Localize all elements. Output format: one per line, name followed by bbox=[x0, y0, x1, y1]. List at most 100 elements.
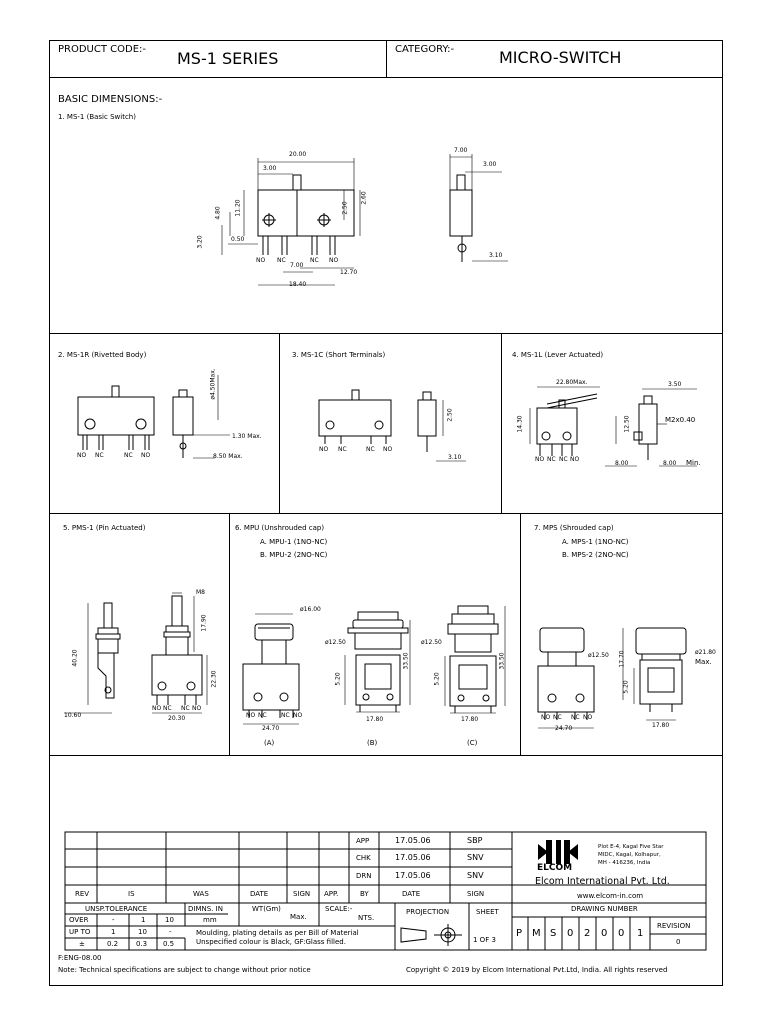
drawing-number-char: 2 bbox=[584, 928, 591, 939]
sign2-header: SIGN bbox=[467, 890, 485, 898]
section-title: BASIC DIMENSIONS:- bbox=[58, 94, 163, 105]
upto-label: UP TO bbox=[69, 928, 91, 936]
drn-label: DRN bbox=[356, 872, 372, 880]
term-no: NO bbox=[383, 446, 393, 453]
dim-3-10: 3.10 bbox=[489, 252, 503, 259]
app-by: SBP bbox=[467, 836, 483, 845]
dim-10-60: 10.60 bbox=[64, 712, 82, 719]
notes-line-2: Unspecified colour is Black, GF:Glass fi… bbox=[196, 938, 346, 946]
copyright: Copyright © 2019 by Elcom International … bbox=[406, 966, 668, 974]
pm-label: ± bbox=[79, 940, 85, 948]
drawing-number-char: 0 bbox=[618, 928, 625, 939]
sec6-line-b: B. MPU-2 (2NO-NC) bbox=[260, 551, 328, 559]
dim-dia-21-80: ø21.80 bbox=[695, 649, 716, 656]
address-line-1: Plot E-4, Kagal Five Star bbox=[598, 844, 664, 850]
tol-cell: - bbox=[169, 928, 172, 936]
dim-dia-4-50: ø4.50Max. bbox=[209, 368, 217, 400]
revision-value: 0 bbox=[676, 938, 681, 946]
term-nc: NC bbox=[366, 446, 375, 453]
dim-40-20: 40.20 bbox=[71, 649, 79, 667]
app-date: 17.05.06 bbox=[395, 836, 431, 845]
term-nc: NC bbox=[547, 456, 556, 463]
footer-note: Note: Technical specifications are subje… bbox=[58, 966, 311, 974]
tol-cell: 0.2 bbox=[107, 940, 119, 948]
dimns-label: DIMNS. IN bbox=[188, 905, 223, 913]
dim-11-20: 11.20 bbox=[234, 199, 242, 217]
revision-label: REVISION bbox=[657, 922, 691, 930]
dimns-unit: mm bbox=[203, 916, 217, 924]
tol-cell: 1 bbox=[141, 916, 146, 924]
dim-14-30: 14.30 bbox=[516, 415, 524, 433]
logo-text: ELCOM bbox=[537, 863, 573, 873]
category-label: CATEGORY:- bbox=[395, 44, 455, 55]
sec7-line-a: A. MPS-1 (1NO-NC) bbox=[562, 538, 629, 546]
dim-8-left: 8.00 bbox=[615, 460, 629, 467]
drawing-number-char: P bbox=[516, 928, 523, 939]
drn-by: SNV bbox=[467, 871, 484, 880]
col-divider-3-4 bbox=[501, 333, 502, 513]
dim-7: 7.00 bbox=[290, 262, 304, 269]
term-no: NO bbox=[583, 714, 593, 721]
drawing-number-char: M bbox=[532, 928, 541, 939]
term-nc: NC bbox=[181, 705, 190, 712]
sec7-line-b: B. MPS-2 (2NO-NC) bbox=[562, 551, 629, 559]
dim-m8: M8 bbox=[196, 589, 205, 596]
term-nc: NC bbox=[281, 712, 290, 719]
dim-8-50: 8.50 Max. bbox=[213, 453, 243, 460]
sheet-label: SHEET bbox=[476, 908, 499, 916]
sec3-title: 3. MS-1C (Short Terminals) bbox=[292, 351, 386, 359]
dim-7-side: 7.00 bbox=[454, 147, 468, 154]
app-label: APP bbox=[356, 837, 370, 845]
caption-a: (A) bbox=[264, 739, 275, 747]
product-code: MS-1 SERIES bbox=[177, 49, 279, 68]
term-nc: NC bbox=[338, 446, 347, 453]
term-no: NO bbox=[246, 712, 256, 719]
dim-17-80-c: 17.80 bbox=[461, 716, 479, 723]
drawing-number-char: S bbox=[550, 928, 557, 939]
dim-12-70: 12.70 bbox=[340, 269, 358, 276]
col-divider-6-7 bbox=[520, 513, 521, 755]
dim-2-50: 2.50 bbox=[341, 201, 349, 215]
projection-label: PROJECTION bbox=[406, 908, 450, 916]
was-header: WAS bbox=[193, 890, 209, 898]
dim-min: Min. bbox=[686, 459, 701, 467]
rev-header: REV bbox=[75, 890, 90, 898]
address-line-2: MIDC, Kagal, Kolhapur, bbox=[598, 852, 661, 858]
scale-value: NTS. bbox=[358, 914, 375, 922]
dim-24-70: 24.70 bbox=[262, 725, 280, 732]
website: www.elcom-in.com bbox=[577, 892, 644, 900]
header-divider bbox=[49, 77, 723, 78]
tolerance-header: UNSP.TOLERANCE bbox=[85, 905, 148, 913]
sec4-title: 4. MS-1L (Lever Actuated) bbox=[512, 351, 604, 359]
term-nc: NC bbox=[310, 257, 319, 264]
is-header: IS bbox=[128, 890, 135, 898]
dim-4-80: 4.80 bbox=[214, 206, 222, 220]
dim-12-50: 12.50 bbox=[623, 415, 631, 433]
by-header: BY bbox=[360, 890, 369, 898]
dim-18-40: 18.40 bbox=[289, 281, 307, 288]
dim-8-right: 8.00 bbox=[663, 460, 677, 467]
sec5-title: 5. PMS-1 (Pin Actuated) bbox=[63, 524, 146, 532]
term-nc: NC bbox=[553, 714, 562, 721]
dim-17-80-b: 17.80 bbox=[366, 716, 384, 723]
chk-label: CHK bbox=[356, 854, 371, 862]
dim-2-50: 2.50 bbox=[446, 408, 454, 422]
term-no: NO bbox=[535, 456, 545, 463]
term-no: NO bbox=[192, 705, 202, 712]
dim-m2: M2x0.40 bbox=[665, 416, 696, 424]
dim-dia-12-50-c: ø12.50 bbox=[421, 639, 442, 646]
dim-17-70: 17.70 bbox=[618, 650, 626, 668]
caption-b: (B) bbox=[367, 739, 378, 747]
company-name: Elcom International Pvt. Ltd. bbox=[535, 876, 670, 887]
dim-24-70: 24.70 bbox=[555, 725, 573, 732]
dim-33-50-c: 33.50 bbox=[498, 652, 506, 670]
dim-max: Max. bbox=[695, 658, 712, 666]
dim-3: 3.00 bbox=[263, 165, 277, 172]
app-header: APP. bbox=[324, 890, 339, 898]
dim-20-30: 20.30 bbox=[168, 715, 186, 722]
dim-22-80: 22.80Max. bbox=[556, 379, 588, 386]
term-no: NO bbox=[77, 452, 87, 459]
form-number: F:ENG-08.00 bbox=[58, 954, 102, 962]
product-code-label: PRODUCT CODE:- bbox=[58, 44, 146, 55]
term-nc: NC bbox=[571, 714, 580, 721]
